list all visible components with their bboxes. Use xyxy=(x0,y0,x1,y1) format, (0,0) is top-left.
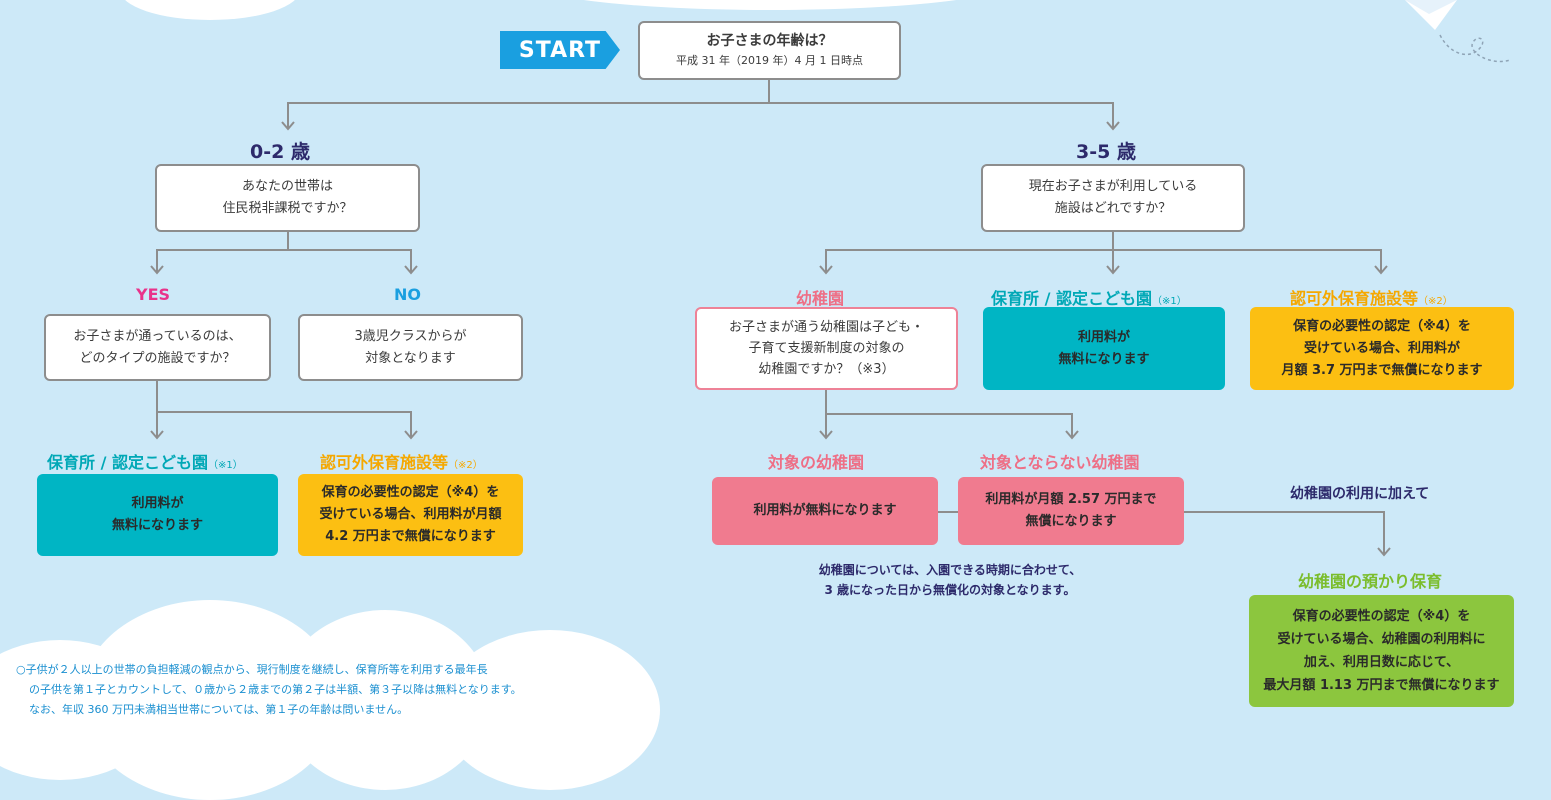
taisho-youchien-label: 対象の幼稚園 xyxy=(768,453,865,472)
facility-type-question-box: お子さまが通っているのは、 どのタイプの施設ですか？ xyxy=(44,314,271,381)
result-line: 受けている場合、利用料が xyxy=(1303,340,1460,356)
start-label: START xyxy=(500,31,620,69)
age-question-box: お子さまの年齢は？ 平成 31 年（2019 年）4 月 1 日時点 xyxy=(638,21,901,80)
footnote-line: なお、年収 360 万円未満相当世帯については、第１子の年齢は問いません。 xyxy=(29,703,409,716)
age-3-5-label: 3-5 歳 xyxy=(1076,141,1136,163)
result-line: 対象となります xyxy=(365,350,456,366)
age-question-title: お子さまの年齢は？ xyxy=(706,32,833,49)
azukari-hoiku-label: 幼稚園の預かり保育 xyxy=(1298,572,1443,591)
note-mark: （※1） xyxy=(1152,296,1187,307)
youchien-label: 幼稚園 xyxy=(796,289,845,308)
hoikusho-label-right: 保育所 / 認定こども園（※1） xyxy=(991,285,1187,309)
result-line: 加え、利用日数に応じて、 xyxy=(1303,655,1460,670)
result-line: 保育の必要性の認定（※4）を xyxy=(1293,318,1471,334)
hitaisho-youchien-label: 対象とならない幼稚園 xyxy=(980,453,1140,472)
footnote-line: の子供を第１子とカウントして、０歳から２歳までの第２子は半額、第３子以降は無料と… xyxy=(29,683,522,696)
result-line: 利用料が xyxy=(131,496,184,511)
yes-label: YES xyxy=(136,285,171,304)
result-line: 最大月額 1.13 万円まで無償になります xyxy=(1263,678,1500,693)
note-mark: （※2） xyxy=(448,460,483,471)
question-line: 子育て支援新制度の対象の xyxy=(748,341,905,356)
question-line: あなたの世帯は xyxy=(241,179,333,194)
result-line: 保育の必要性の認定（※4）を xyxy=(1292,609,1471,624)
label-text: 認可外保育施設等 xyxy=(1290,289,1419,308)
ninkagai-label-left: 認可外保育施設等（※2） xyxy=(320,449,483,473)
result-line: 利用料が xyxy=(1077,329,1130,345)
result-line: 利用料が月額 2.57 万円まで xyxy=(985,492,1157,507)
youchien-timing-note: 幼稚園については、入園できる時期に合わせて、 3 歳になった日から無償化の対象と… xyxy=(780,560,1120,600)
result-line: 3歳児クラスからが xyxy=(354,328,467,344)
result-line: 受けている場合、幼稚園の利用料に xyxy=(1277,632,1486,647)
age-0-2-label: 0-2 歳 xyxy=(250,141,310,163)
result-line: 4.2 万円まで無償になります xyxy=(325,529,496,544)
note-mark: （※1） xyxy=(208,460,243,471)
result-line: 無償になります xyxy=(1025,514,1117,529)
hoikusho-label-left: 保育所 / 認定こども園（※1） xyxy=(47,449,243,473)
paper-plane-icon xyxy=(1405,0,1511,63)
footnote-line: ○子供が２人以上の世帯の負担軽減の観点から、現行制度を継続し、保育所等を利用する… xyxy=(16,663,488,676)
tax-exempt-question-box: あなたの世帯は 住民税非課税ですか？ xyxy=(155,164,420,232)
ninkagai-result-right: 保育の必要性の認定（※4）を 受けている場合、利用料が 月額 3.7 万円まで無… xyxy=(1250,307,1514,390)
azukari-hoiku-result: 保育の必要性の認定（※4）を 受けている場合、幼稚園の利用料に 加え、利用日数に… xyxy=(1249,595,1514,707)
question-line: どのタイプの施設ですか？ xyxy=(79,350,236,366)
question-line: 施設はどれですか？ xyxy=(1054,201,1172,216)
hoikusho-free-result-right: 利用料が 無料になります xyxy=(983,307,1225,390)
question-line: 現在お子さまが利用している xyxy=(1028,179,1198,194)
note-line: 幼稚園については、入園できる時期に合わせて、 xyxy=(818,563,1082,577)
age-question-subtitle: 平成 31 年（2019 年）4 月 1 日時点 xyxy=(676,53,863,67)
facility-in-use-question-box: 現在お子さまが利用している 施設はどれですか？ xyxy=(981,164,1245,232)
question-line: お子さまが通っているのは、 xyxy=(73,328,242,344)
ninkagai-label-right: 認可外保育施設等（※2） xyxy=(1290,285,1453,309)
result-line: 利用料が無料になります xyxy=(753,503,897,518)
no-label: NO xyxy=(394,285,421,304)
flow-connectors xyxy=(150,80,1391,557)
question-line: 住民税非課税ですか？ xyxy=(222,201,353,216)
taisho-youchien-result: 利用料が無料になります xyxy=(712,477,938,545)
cloud-decoration xyxy=(120,0,300,20)
hitaisho-youchien-result: 利用料が月額 2.57 万円まで 無償になります xyxy=(958,477,1184,545)
result-line: 無料になります xyxy=(1058,351,1150,367)
youchien-question-box: お子さまが通う幼稚園は子ども・ 子育て支援新制度の対象の 幼稚園ですか？（※3） xyxy=(695,307,958,390)
question-line: お子さまが通う幼稚園は子ども・ xyxy=(728,320,924,335)
ninkagai-result-left: 保育の必要性の認定（※4）を 受けている場合、利用料が月額 4.2 万円まで無償… xyxy=(298,474,523,556)
note-mark: （※2） xyxy=(1418,296,1453,307)
result-line: 受けている場合、利用料が月額 xyxy=(319,507,502,522)
result-line: 無料になります xyxy=(111,518,203,533)
note-line: 3 歳になった日から無償化の対象となります。 xyxy=(824,583,1076,597)
kuwaete-label: 幼稚園の利用に加えて xyxy=(1290,486,1430,502)
question-line: 幼稚園ですか？（※3） xyxy=(758,362,895,377)
result-line: 保育の必要性の認定（※4）を xyxy=(321,485,500,500)
cloud-decoration xyxy=(520,0,1020,10)
result-line: 月額 3.7 万円まで無償になります xyxy=(1281,362,1483,378)
footnote: ○子供が２人以上の世帯の負担軽減の観点から、現行制度を継続し、保育所等を利用する… xyxy=(16,660,646,720)
label-text: 認可外保育施設等 xyxy=(320,453,449,472)
age-3-class-box: 3歳児クラスからが 対象となります xyxy=(298,314,523,381)
label-text: 保育所 / 認定こども園 xyxy=(991,289,1152,308)
hoikusho-free-result-left: 利用料が 無料になります xyxy=(37,474,278,556)
label-text: 保育所 / 認定こども園 xyxy=(47,453,208,472)
